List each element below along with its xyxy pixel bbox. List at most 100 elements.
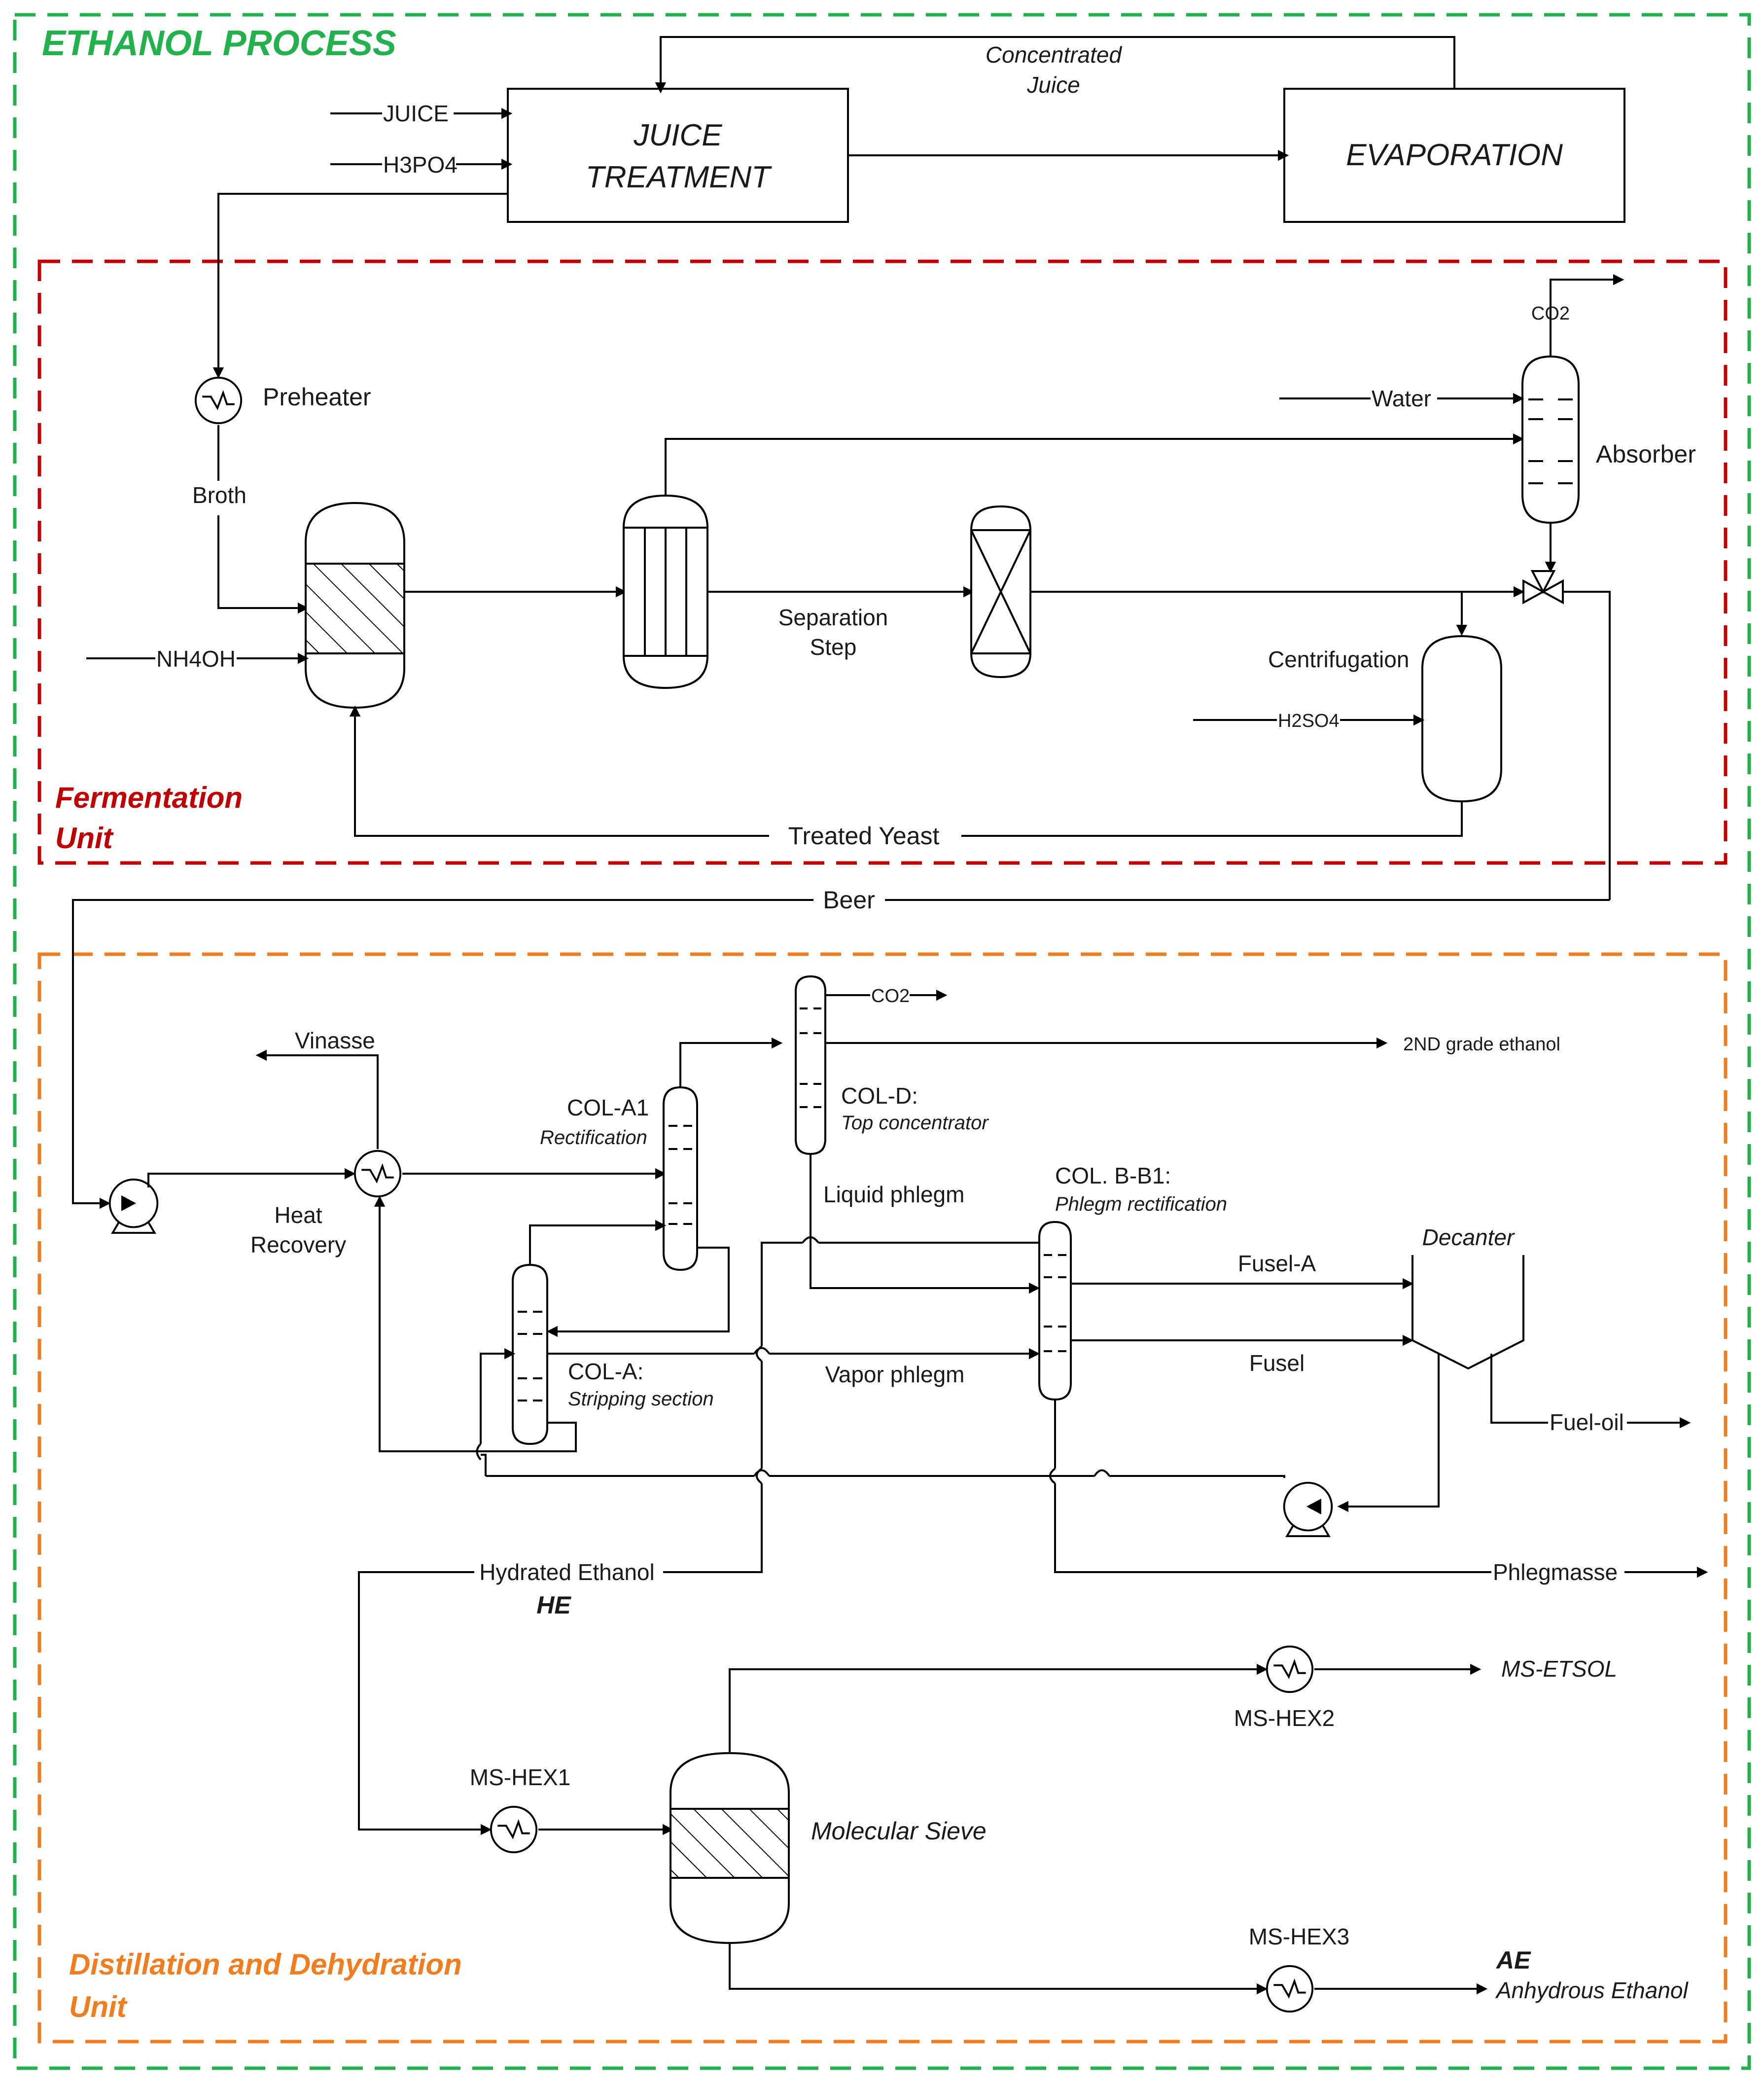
stream-col-a1-top-to-col-d bbox=[679, 1037, 783, 1087]
section-title-fermentation-unit: Unit bbox=[55, 822, 114, 855]
beer-pump-icon bbox=[108, 1178, 159, 1234]
reflux-pump-icon bbox=[1283, 1481, 1333, 1538]
ms-hex1-label: MS-HEX1 bbox=[470, 1764, 570, 1790]
stream-co2-vent-top bbox=[1550, 274, 1624, 357]
col-b-b1-label: COL. B-B1: bbox=[1055, 1163, 1171, 1188]
stream-reflux-hop-3 bbox=[476, 1443, 482, 1461]
stream-hydrated-hop-vapor bbox=[756, 1345, 763, 1362]
co2-label-absorber: CO2 bbox=[1531, 303, 1570, 324]
evaporation-label: EVAPORATION bbox=[1346, 138, 1563, 172]
centrifuge-vessel bbox=[1421, 635, 1502, 803]
stream-phlegmasse-b bbox=[1054, 1483, 1491, 1573]
stream-vinasse-out bbox=[255, 1049, 379, 1149]
stream-treated-juice-to-preheater bbox=[212, 193, 508, 379]
stream-reflux-return-e bbox=[480, 1348, 516, 1444]
fusel-a-label: Fusel-A bbox=[1238, 1251, 1316, 1276]
stream-concentrated-juice bbox=[655, 36, 1455, 94]
stream-valve-to-beer bbox=[1563, 591, 1611, 900]
stream-hydrated-to-ms-hex1 bbox=[358, 1571, 492, 1835]
vapor-phlegm-label: Vapor phlegm bbox=[825, 1362, 965, 1387]
beer-label: Beer bbox=[823, 886, 875, 914]
stream-reflux-return-a bbox=[1109, 1475, 1285, 1478]
col-b-b1-column bbox=[1038, 1221, 1072, 1401]
col-a1-column bbox=[663, 1086, 698, 1271]
section-title-ethanol-process: ETHANOL PROCESS bbox=[42, 24, 396, 63]
ms-hex3-label: MS-HEX3 bbox=[1249, 1924, 1349, 1949]
stream-treated-yeast-b bbox=[349, 705, 769, 837]
col-b-b1-sublabel: Phlegm rectification bbox=[1055, 1193, 1227, 1215]
section-title-distillation: Distillation and Dehydration bbox=[69, 1948, 462, 1981]
ae-label: AE bbox=[1495, 1946, 1531, 1974]
stream-col-bb1-top-b bbox=[761, 1242, 803, 1346]
stream-hydrated-to-label bbox=[663, 1483, 763, 1573]
col-d-sublabel: Top concentrator bbox=[841, 1112, 989, 1134]
ms-hex1-icon bbox=[490, 1805, 538, 1854]
stream-fuel-oil-a bbox=[1490, 1354, 1548, 1424]
section-title-distillation-unit: Unit bbox=[69, 1990, 128, 2023]
preheater-label: Preheater bbox=[263, 383, 371, 411]
centrifugation-label: Centrifugation bbox=[1268, 646, 1409, 672]
decanter-vessel bbox=[1411, 1255, 1524, 1370]
distillation-unit-border bbox=[37, 952, 1728, 2044]
stream-reflux-return-d bbox=[481, 1454, 487, 1476]
concentrated-juice-label-2: Juice bbox=[1026, 72, 1080, 98]
he-label: HE bbox=[536, 1591, 571, 1619]
fermentation-unit-border bbox=[37, 259, 1728, 865]
col-a-label: COL-A: bbox=[568, 1359, 643, 1384]
broth-label: Broth bbox=[192, 482, 247, 508]
stream-treated-yeast-a bbox=[961, 801, 1463, 837]
stream-decanter-to-pump bbox=[1337, 1354, 1440, 1512]
stream-broth-to-fermenter bbox=[217, 515, 309, 614]
fuel-oil-label: Fuel-oil bbox=[1550, 1409, 1624, 1435]
col-a-sublabel: Stripping section bbox=[568, 1388, 714, 1410]
ms-hex2-label: MS-HEX2 bbox=[1234, 1705, 1335, 1731]
ms-hex3-icon bbox=[1266, 1965, 1314, 2013]
stream-pump-to-heat-recovery bbox=[147, 1168, 356, 1187]
fermenter-vessel bbox=[305, 502, 405, 709]
preheater-icon bbox=[194, 376, 243, 425]
stream-col-a-top bbox=[529, 1224, 533, 1265]
heat-recovery-label-1: Heat bbox=[274, 1202, 322, 1228]
section-title-fermentation: Fermentation bbox=[55, 781, 243, 814]
stream-col-a-bottom-to-heat-recovery bbox=[374, 1195, 577, 1452]
ms-etsol-label: MS-ETSOL bbox=[1501, 1656, 1617, 1682]
stream-filter-top-to-absorber bbox=[665, 433, 1524, 496]
molecular-sieve-vessel bbox=[670, 1752, 790, 1944]
nh4oh-label: NH4OH bbox=[156, 646, 236, 672]
col-a1-sublabel: Rectification bbox=[540, 1127, 647, 1149]
h2so4-label: H2SO4 bbox=[1278, 711, 1340, 731]
juice-label: JUICE bbox=[383, 101, 449, 126]
anhydrous-ethanol-label: Anhydrous Ethanol bbox=[1495, 1977, 1689, 2003]
col-a-column bbox=[512, 1263, 548, 1445]
separation-filter-vessel bbox=[623, 494, 708, 689]
stream-phlegmasse-hop bbox=[1049, 1468, 1056, 1484]
liquid-phlegm-label: Liquid phlegm bbox=[823, 1182, 964, 1207]
beer-pump-arrow bbox=[121, 1195, 136, 1211]
juice-treatment-label-1: JUICE bbox=[633, 118, 722, 152]
stream-liquid-phlegm bbox=[810, 1154, 1040, 1294]
absorber-column bbox=[1521, 355, 1580, 524]
absorber-label: Absorber bbox=[1596, 440, 1696, 468]
molecular-sieve-label: Molecular Sieve bbox=[811, 1817, 987, 1845]
heat-recovery-label-2: Recovery bbox=[250, 1232, 346, 1257]
stream-col-a1-bottom-to-col-a bbox=[546, 1247, 730, 1337]
col-d-column bbox=[795, 975, 826, 1155]
treated-yeast-label: Treated Yeast bbox=[788, 822, 940, 850]
three-way-valve bbox=[1522, 570, 1564, 605]
stream-beer-b bbox=[72, 899, 813, 1209]
col-a1-label: COL-A1 bbox=[567, 1095, 649, 1120]
phlegmasse-label: Phlegmasse bbox=[1493, 1559, 1618, 1585]
separation-step-label-1: Separation bbox=[778, 605, 888, 630]
heat-recovery-exchanger-icon bbox=[353, 1149, 402, 1198]
separation-step-label-2: Step bbox=[810, 634, 857, 660]
ethanol-process-border bbox=[13, 13, 1751, 2070]
col-d-label: COL-D: bbox=[841, 1083, 918, 1109]
stream-hydrated-hop-reflux bbox=[756, 1468, 763, 1484]
co2-label-col-d: CO2 bbox=[871, 986, 910, 1006]
juice-treatment-label-2: TREATMENT bbox=[586, 160, 772, 194]
ms-hex2-icon bbox=[1266, 1645, 1314, 1693]
second-grade-ethanol-label: 2ND grade ethanol bbox=[1403, 1034, 1560, 1055]
juice-treatment-box bbox=[507, 88, 849, 223]
stream-vapor-phlegm-hop bbox=[753, 1347, 770, 1355]
